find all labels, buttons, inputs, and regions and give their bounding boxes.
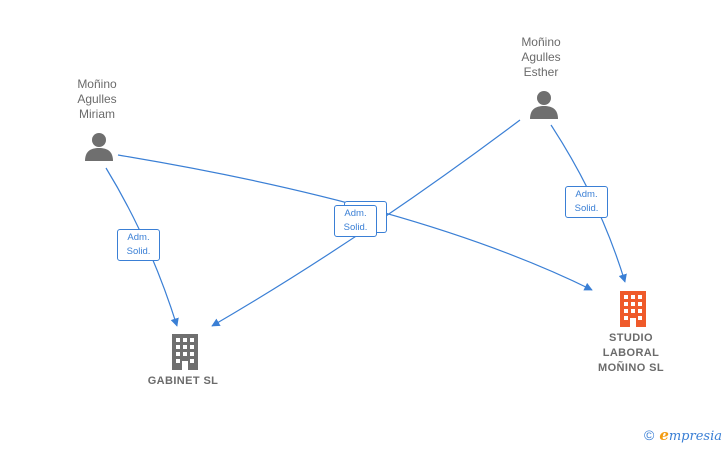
person-icon[interactable] <box>529 89 559 119</box>
person-icon[interactable] <box>84 131 114 161</box>
relation-label[interactable]: Adm. Solid. <box>117 229 160 261</box>
relation-edge <box>117 154 593 291</box>
relation-label[interactable]: Adm. Solid. <box>334 205 377 237</box>
person-name-miriam[interactable]: Moñino Agulles Miriam <box>77 77 117 121</box>
person-name-esther[interactable]: Moñino Agulles Esther <box>521 35 561 79</box>
brand-name: empresia <box>659 426 722 444</box>
building-icon[interactable] <box>618 291 648 327</box>
relation-label[interactable]: Adm. Solid. <box>565 186 608 218</box>
copyright-icon: © <box>643 427 655 443</box>
building-icon[interactable] <box>170 334 200 370</box>
company-name-gabinet[interactable]: GABINET SL <box>147 375 219 387</box>
brand-watermark: © empresia <box>644 426 722 444</box>
company-name-studio-laboral[interactable]: STUDIO LABORAL MOÑINO SL <box>598 332 664 374</box>
